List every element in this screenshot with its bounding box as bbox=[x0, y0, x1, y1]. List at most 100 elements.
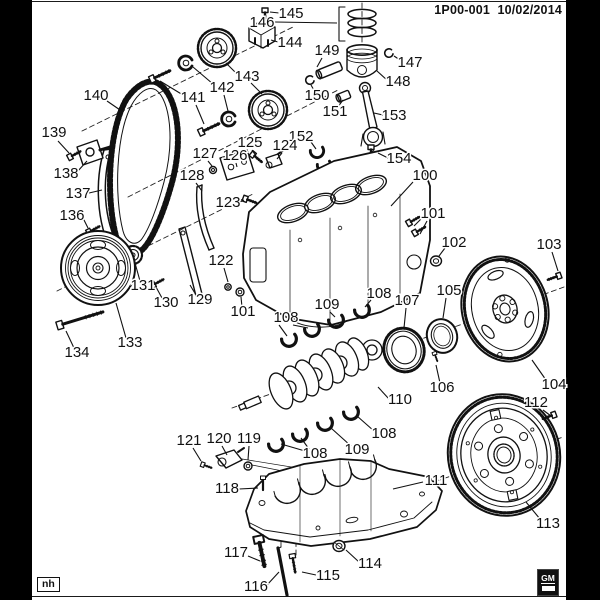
bolt-123 bbox=[240, 193, 259, 207]
part-callout-119: 119 bbox=[237, 430, 261, 447]
part-callout-149: 149 bbox=[314, 42, 339, 59]
part-callout-118: 118 bbox=[215, 480, 239, 497]
part-callout-138: 138 bbox=[53, 165, 78, 182]
callout-leader-line bbox=[57, 140, 70, 154]
sensor-bolt-121 bbox=[199, 460, 214, 472]
cam-phaser-intake-143 bbox=[196, 27, 238, 69]
nut-127 bbox=[208, 165, 218, 175]
callout-leader-line bbox=[106, 100, 124, 113]
callout-leader-line bbox=[345, 549, 360, 563]
callout-leader-line bbox=[390, 181, 414, 207]
pulley-bolt-134 bbox=[54, 306, 106, 332]
part-callout-147: 147 bbox=[397, 54, 422, 71]
part-callout-129: 129 bbox=[187, 291, 212, 308]
callout-leader-line bbox=[376, 70, 388, 81]
part-callout-116: 116 bbox=[244, 578, 268, 595]
part-callout-120: 120 bbox=[206, 430, 231, 447]
part-callout-109: 109 bbox=[314, 296, 339, 313]
bedplate-bolt-117 bbox=[251, 533, 272, 570]
part-callout-130: 130 bbox=[153, 294, 178, 311]
pin-retainer-147 bbox=[382, 47, 395, 60]
part-callout-136: 136 bbox=[59, 207, 84, 224]
callout-leader-line bbox=[82, 217, 89, 229]
part-callout-153: 153 bbox=[381, 107, 406, 124]
callout-leader-line bbox=[316, 57, 323, 68]
callout-leader-line bbox=[115, 302, 127, 339]
part-callout-108: 108 bbox=[366, 285, 391, 302]
part-callout-142: 142 bbox=[209, 79, 234, 96]
part-callout-102: 102 bbox=[441, 234, 466, 251]
callout-leader-line bbox=[270, 39, 279, 43]
callout-leader-line bbox=[301, 571, 317, 576]
callout-leader-line bbox=[238, 487, 259, 490]
cam-trigger-wheel-142a bbox=[177, 54, 194, 72]
callout-leader-line bbox=[251, 149, 257, 157]
part-callout-139: 139 bbox=[41, 124, 66, 141]
callouts-layer: 1451461441431421411401391381371361491471… bbox=[40, 4, 568, 597]
pin-retainer-150 bbox=[303, 74, 316, 87]
callout-leader-line bbox=[223, 94, 229, 112]
part-callout-128: 128 bbox=[179, 167, 204, 184]
sensor-washer-119 bbox=[243, 461, 253, 471]
part-callout-122: 122 bbox=[208, 252, 233, 269]
crank-pulley-133 bbox=[60, 230, 136, 306]
block-plug-102 bbox=[429, 255, 443, 267]
part-callout-150: 150 bbox=[304, 87, 329, 104]
part-callout-100: 100 bbox=[412, 167, 437, 184]
callout-leader-line bbox=[525, 501, 541, 520]
part-callout-108: 108 bbox=[371, 425, 396, 442]
piston-rings-146 bbox=[338, 6, 377, 42]
bedplate-111 bbox=[245, 454, 443, 547]
callout-leader-line bbox=[207, 160, 213, 167]
callout-leader-line bbox=[551, 251, 559, 272]
callout-leader-line bbox=[373, 112, 384, 116]
callout-leader-line bbox=[247, 445, 250, 461]
part-callout-141: 141 bbox=[180, 89, 205, 106]
part-callout-146: 146 bbox=[249, 14, 274, 31]
part-callout-117: 117 bbox=[224, 544, 248, 561]
part-callout-126: 126 bbox=[222, 147, 247, 164]
crank-seal-105 bbox=[425, 318, 459, 354]
part-callout-109: 109 bbox=[344, 441, 369, 458]
main-bearing-lower-108 bbox=[266, 437, 288, 455]
callout-leader-line bbox=[239, 199, 245, 203]
chain-tensioner-138 bbox=[76, 139, 112, 166]
part-callout-121: 121 bbox=[176, 432, 201, 449]
chain-guide-129 bbox=[178, 226, 203, 297]
callout-leader-line bbox=[531, 359, 547, 381]
callout-leader-line bbox=[225, 62, 238, 75]
main-bearing-lower-108 bbox=[341, 405, 363, 423]
part-callout-114: 114 bbox=[358, 555, 382, 572]
callout-leader-line bbox=[235, 162, 238, 168]
callout-leader-line bbox=[269, 11, 280, 14]
piston-pin-149 bbox=[315, 61, 343, 80]
connecting-rod-153 bbox=[358, 81, 386, 148]
part-callout-105: 105 bbox=[436, 282, 461, 299]
part-callout-107: 107 bbox=[394, 292, 419, 309]
part-callout-152: 152 bbox=[288, 128, 313, 145]
callout-leader-line bbox=[240, 296, 243, 308]
part-callout-125: 125 bbox=[237, 134, 262, 151]
callout-leader-line bbox=[310, 141, 317, 150]
reluctor-ring-107 bbox=[382, 326, 426, 374]
part-callout-134: 134 bbox=[64, 344, 89, 361]
callout-leader-line bbox=[155, 286, 163, 299]
callout-leader-line bbox=[310, 84, 316, 93]
part-callout-111: 111 bbox=[425, 472, 448, 489]
part-callout-145: 145 bbox=[278, 5, 303, 22]
nut-101b bbox=[235, 287, 245, 297]
doc-date: 10/02/2014 bbox=[497, 3, 562, 17]
part-callout-144: 144 bbox=[277, 34, 302, 51]
part-callout-104: 104 bbox=[541, 376, 566, 393]
callout-leader-line bbox=[159, 80, 184, 96]
rod-bearing-152a bbox=[308, 145, 327, 161]
callout-leader-line bbox=[134, 262, 141, 282]
part-callout-108: 108 bbox=[273, 309, 298, 326]
piston-148 bbox=[346, 43, 378, 78]
callout-leader-line bbox=[276, 152, 283, 160]
rod-bushing-151 bbox=[335, 89, 352, 103]
plug-114 bbox=[332, 539, 346, 553]
bedplate-stud-116 bbox=[276, 546, 289, 597]
callout-leader-line bbox=[280, 443, 306, 452]
